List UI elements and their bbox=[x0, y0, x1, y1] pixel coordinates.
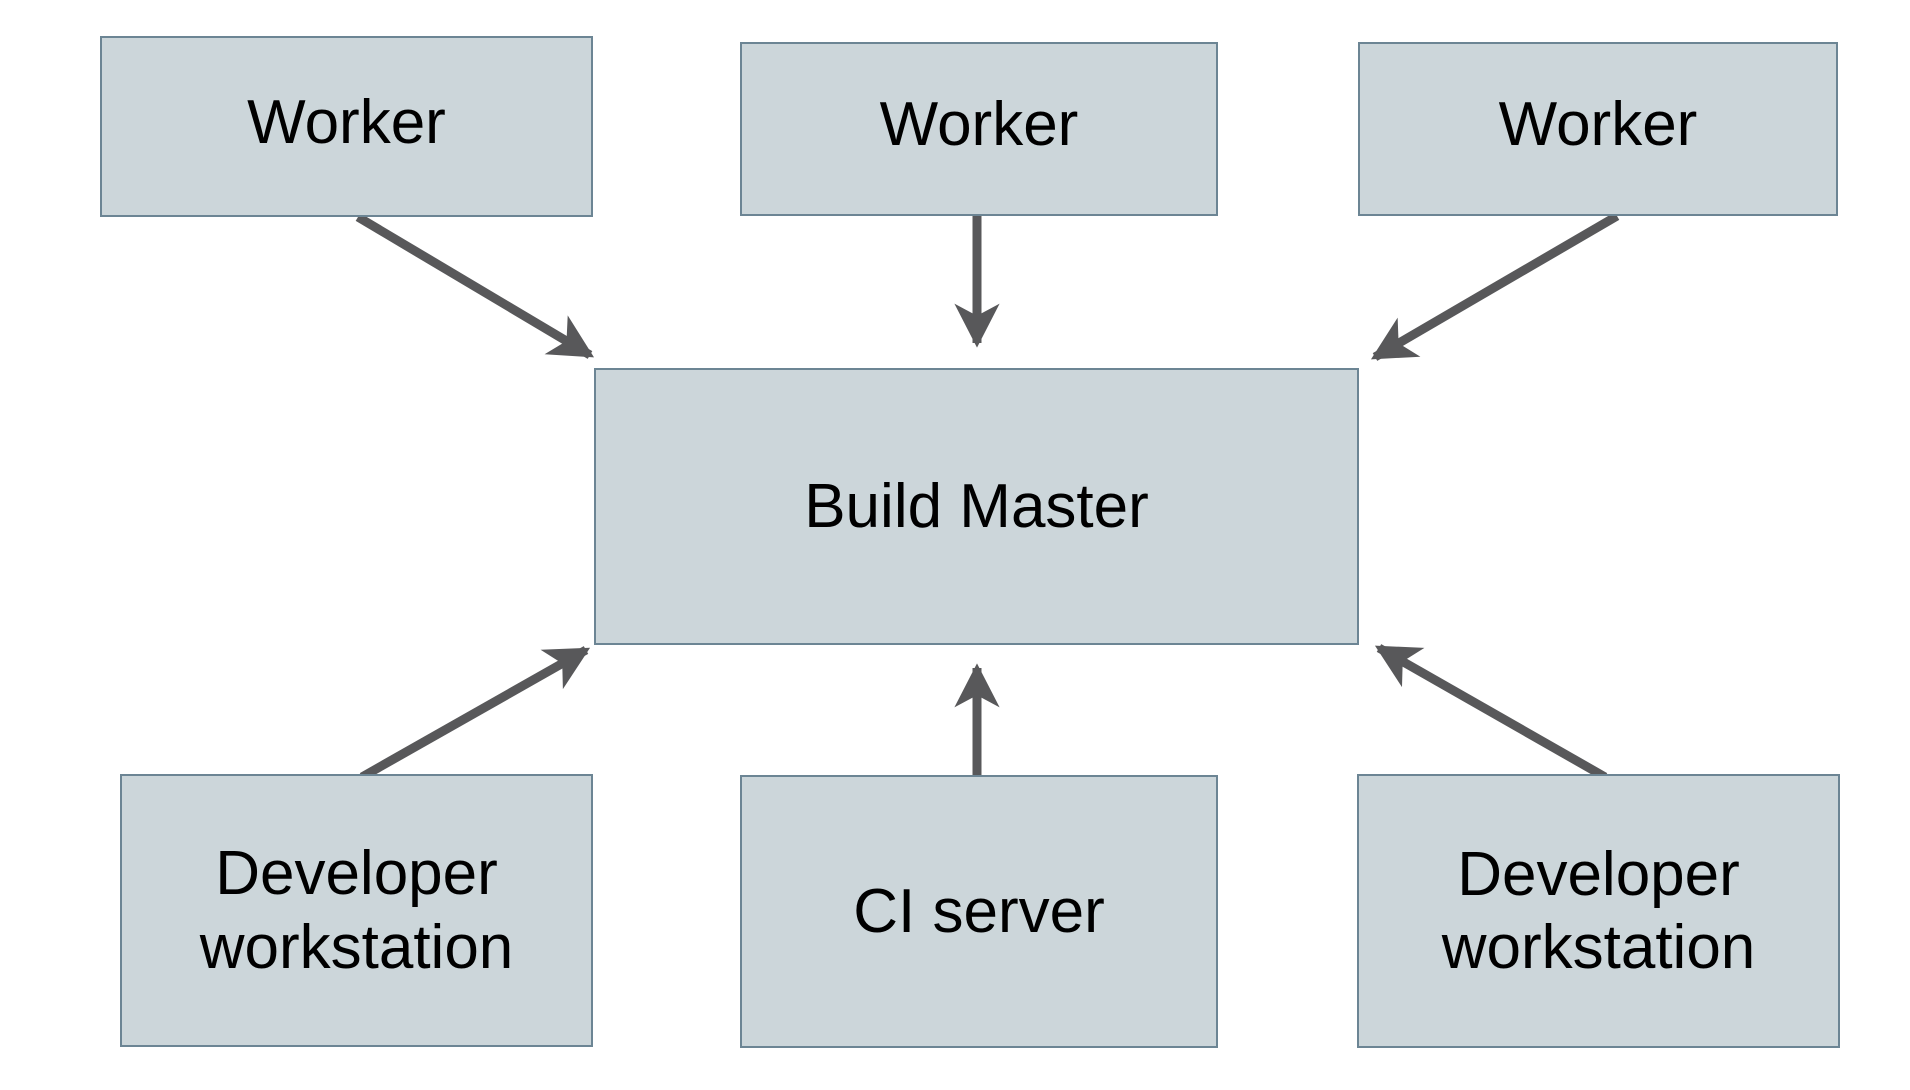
edge-dev-ws-right-to-master bbox=[1374, 644, 1608, 781]
node-build-master[interactable]: Build Master bbox=[594, 368, 1359, 645]
node-developer-workstation-right[interactable]: Developer workstation bbox=[1357, 774, 1840, 1048]
node-ci-server[interactable]: CI server bbox=[740, 775, 1218, 1048]
node-worker-middle[interactable]: Worker bbox=[740, 42, 1218, 216]
node-ci-server-label: CI server bbox=[853, 876, 1105, 946]
node-worker-left[interactable]: Worker bbox=[100, 36, 593, 217]
node-developer-workstation-left[interactable]: Developer workstation bbox=[120, 774, 593, 1047]
node-worker-middle-label: Worker bbox=[879, 90, 1079, 160]
node-worker-right[interactable]: Worker bbox=[1358, 42, 1838, 216]
node-developer-workstation-right-label: Developer workstation bbox=[1441, 839, 1756, 982]
edge-dev-ws-left-to-master bbox=[359, 646, 591, 781]
edge-worker-left-to-master bbox=[355, 213, 595, 359]
node-build-master-label: Build Master bbox=[804, 471, 1149, 541]
edge-worker-right-to-master bbox=[1370, 212, 1620, 361]
node-developer-workstation-left-label: Developer workstation bbox=[199, 839, 514, 982]
node-worker-right-label: Worker bbox=[1498, 90, 1698, 160]
node-worker-left-label: Worker bbox=[247, 87, 446, 157]
